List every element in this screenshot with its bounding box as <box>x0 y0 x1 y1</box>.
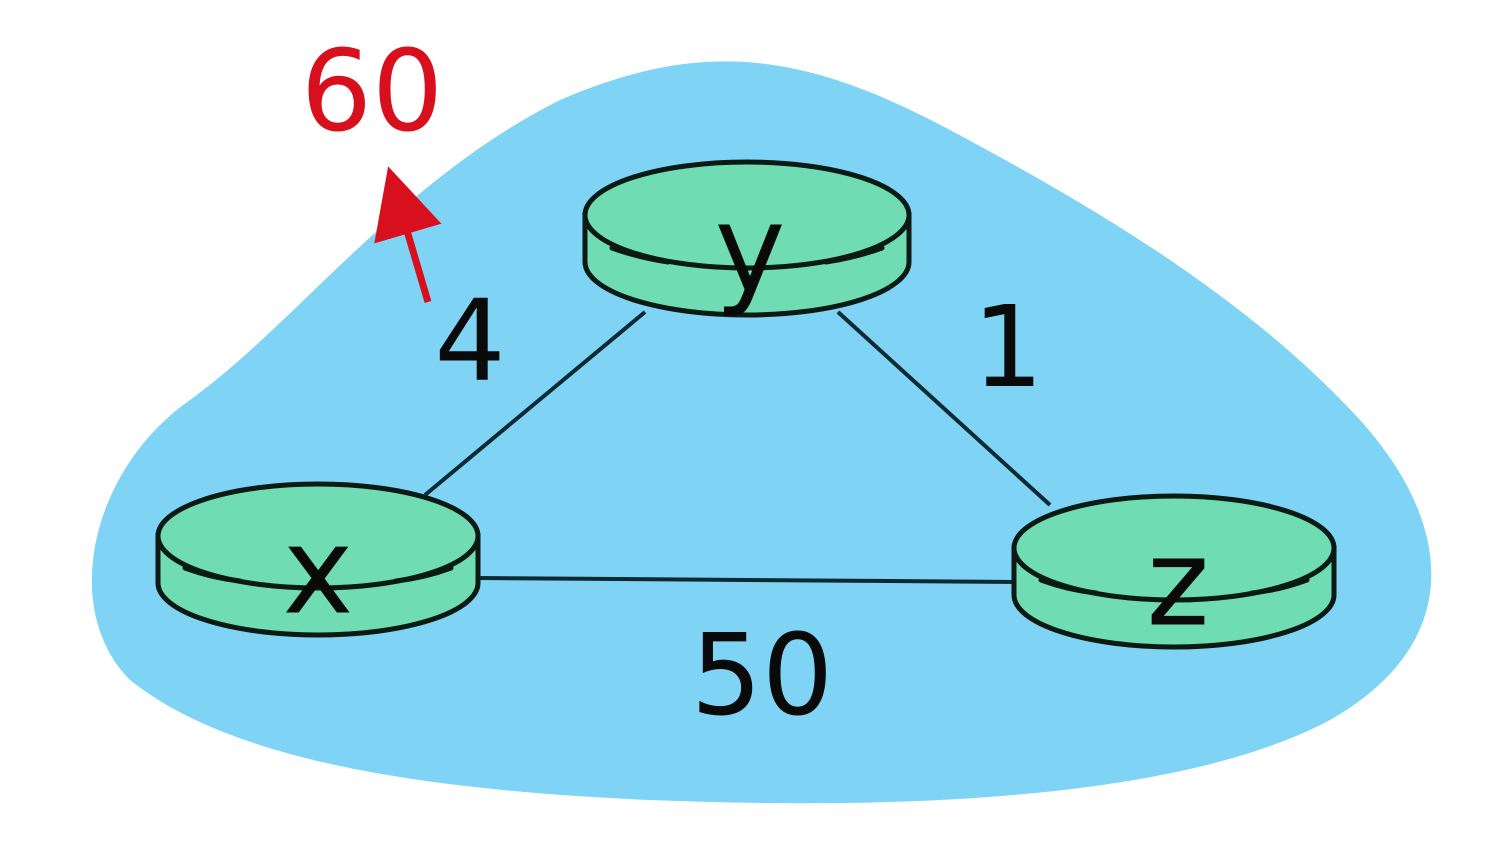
link-x-y <box>423 310 647 497</box>
router-x: x <box>155 481 481 642</box>
link-cost-x-y: 4 <box>434 277 505 407</box>
router-label-z: z <box>1147 515 1210 654</box>
cost-change-arrow <box>374 166 442 303</box>
link-cost-x-z: 50 <box>691 611 834 741</box>
router-label-x: x <box>282 503 353 642</box>
link-x-z <box>477 576 1021 584</box>
new-cost-label: 60 <box>301 27 444 157</box>
router-z: z <box>1011 493 1337 654</box>
link-y-z <box>836 310 1052 507</box>
link-cost-y-z: 1 <box>972 283 1043 413</box>
router-y: y <box>582 159 912 320</box>
router-label-y: y <box>714 181 785 320</box>
